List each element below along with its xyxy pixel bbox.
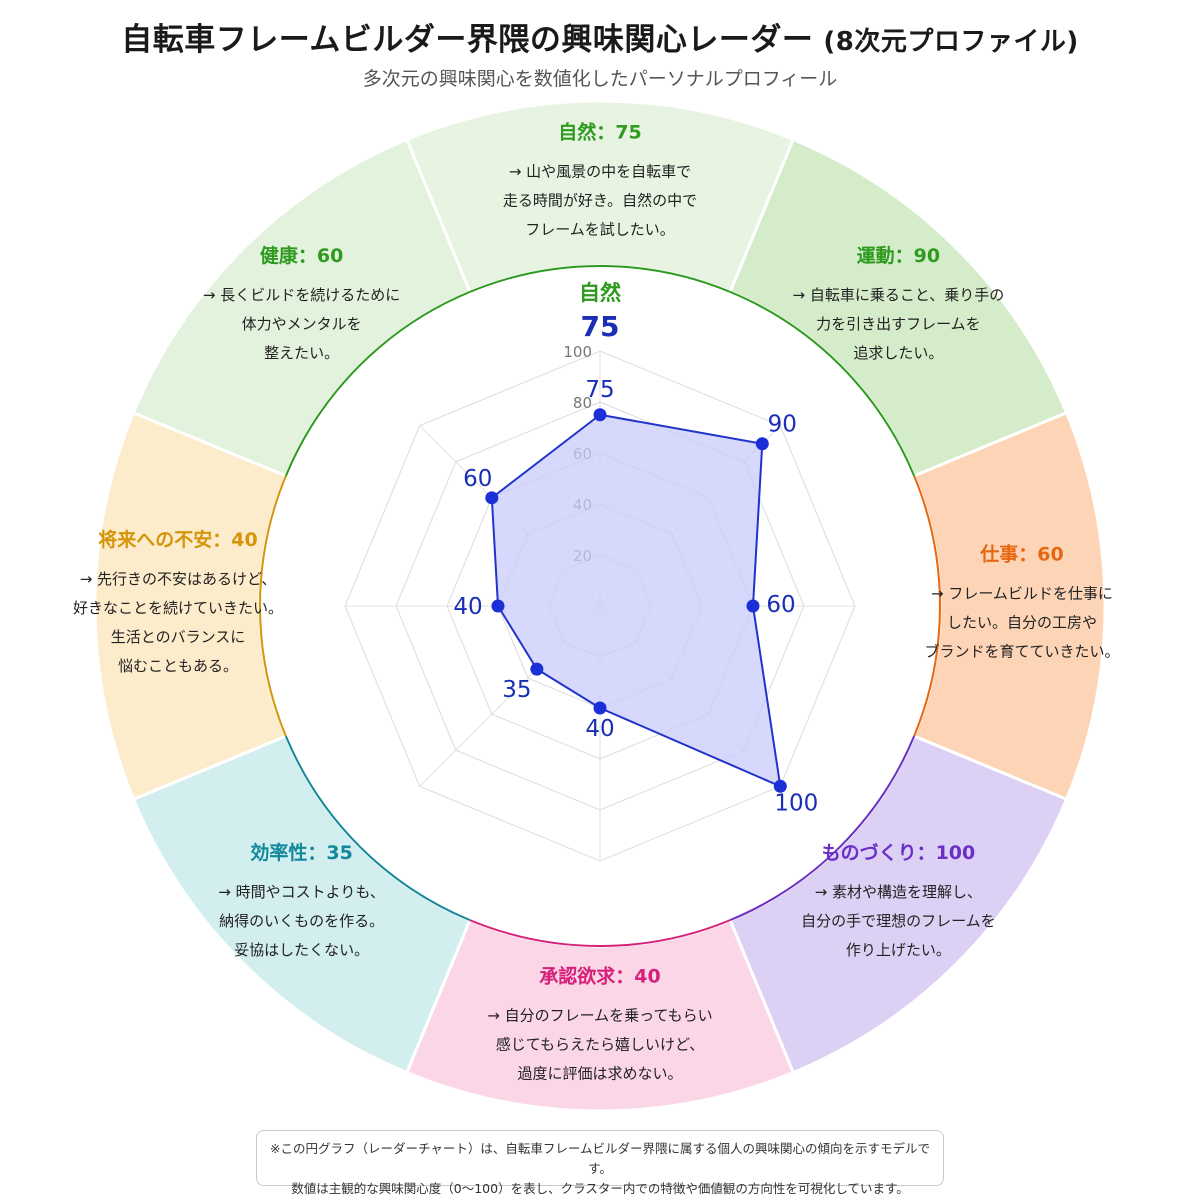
segment-desc-4-2: 自分の手で理想のフレームを [801, 912, 996, 930]
radar-point-4 [773, 779, 787, 793]
segment-desc-5-2: 感じてもらえたら嬉しいけど、 [496, 1036, 705, 1054]
segment-header-1: 自然：75 [558, 121, 641, 144]
segment-desc-3-1: → フレームビルドを仕事に [931, 585, 1113, 603]
segment-header-6: 効率性：35 [250, 841, 352, 864]
top-axis-value: 75 [581, 310, 620, 343]
inner-arc-7 [259, 475, 287, 737]
segment-header-4: ものづくり：100 [822, 842, 976, 864]
segment-desc-7-4: 悩むこともある。 [118, 657, 238, 675]
value-label-2: 90 [768, 412, 797, 438]
inner-arc-6 [284, 735, 471, 922]
radar-points: 75 90 60 100 40 35 40 60 [453, 377, 818, 817]
segment-desc-4-3: 作り上げたい。 [846, 941, 951, 959]
inner-arc-3 [913, 475, 941, 737]
tick-label-5: 100 [563, 343, 592, 361]
ring-segments [93, 99, 1107, 1113]
segment-desc-8-3: 整えたい。 [264, 344, 339, 362]
title-suffix: (8次元プロファイル) [823, 27, 1079, 57]
footnote-line-2: 数値は主観的な興味関心度（0〜100）を表し、クラスター内での特徴や価値観の方向… [291, 1181, 909, 1196]
value-label-4: 100 [774, 790, 818, 816]
value-label-8: 60 [463, 466, 492, 492]
value-label-6: 35 [502, 677, 531, 703]
radar-point-3 [746, 599, 760, 613]
segment-header-2: 運動：90 [857, 245, 940, 267]
segment-desc-1-3: フレームを試したい。 [525, 221, 675, 239]
segment-desc-8-2: 体力やメンタルを [242, 315, 362, 333]
radar-area [490, 413, 782, 788]
title-main: 自転車フレームビルダー界隈の興味関心レーダー [121, 22, 814, 58]
segment-desc-6-3: 妥協はしたくない。 [234, 941, 369, 959]
segment-header-5: 承認欲求：40 [539, 965, 660, 988]
radar-point-5 [593, 701, 607, 715]
value-label-7: 40 [453, 594, 482, 620]
radar-point-2 [755, 437, 769, 451]
page-title: 自転車フレームビルダー界隈の興味関心レーダー (8次元プロファイル) [0, 14, 1200, 59]
segment-desc-2-3: 追求したい。 [853, 344, 943, 362]
segment-header-8: 健康：60 [260, 244, 343, 267]
value-label-5: 40 [585, 716, 614, 742]
segment-texts: 自然：75 → 山や風景の中を自転車で走る時間が好き。自然の中でフレームを試したい… [73, 121, 1120, 1083]
segment-desc-7-1: → 先行きの不安はあるけど、 [80, 570, 277, 588]
inner-arc-8 [284, 290, 471, 477]
segment-desc-1-1: → 山や風景の中を自転車で [509, 163, 691, 181]
value-label-1: 75 [585, 377, 614, 403]
segment-desc-8-1: → 長くビルドを続けるために [203, 286, 400, 304]
inner-arcs [259, 265, 941, 947]
segment-desc-6-2: 納得のいくものを作る。 [219, 912, 384, 930]
top-axis-label: 自然 [579, 281, 621, 305]
inner-arc-4 [729, 735, 916, 922]
tick-label-4: 80 [573, 394, 592, 412]
radar-point-7 [491, 599, 505, 613]
segment-desc-2-1: → 自転車に乗ること、乗り手の [793, 286, 1005, 304]
value-label-3: 60 [766, 592, 795, 618]
inner-arc-2 [729, 290, 916, 477]
radar-point-6 [530, 662, 544, 676]
radar-point-8 [485, 491, 499, 505]
segment-desc-3-2: したい。自分の工房や [947, 614, 1097, 632]
segment-desc-1-2: 走る時間が好き。自然の中で [503, 192, 697, 210]
segment-desc-4-1: → 素材や構造を理解し、 [815, 883, 982, 901]
inner-arc-1 [469, 265, 731, 293]
footnote-line-1: ※この円グラフ（レーダーチャート）は、自転車フレームビルダー界隈に属する個人の興… [270, 1141, 930, 1176]
segment-header-7: 将来への不安：40 [98, 528, 257, 551]
ring-segment-3 [912, 410, 1107, 802]
segment-header-3: 仕事：60 [979, 543, 1063, 566]
segment-desc-2-2: 力を引き出すフレームを [816, 315, 981, 333]
inner-arc-5 [469, 919, 731, 947]
page-subtitle: 多次元の興味関心を数値化したパーソナルプロフィール [362, 68, 838, 90]
segment-desc-5-1: → 自分のフレームを乗ってもらい [487, 1007, 712, 1025]
footnote-box: ※この円グラフ（レーダーチャート）は、自転車フレームビルダー界隈に属する個人の興… [256, 1130, 944, 1196]
segment-desc-7-2: 好きなことを続けていきたい。 [73, 599, 283, 617]
radar-point-1 [593, 408, 607, 422]
segment-desc-6-1: → 時間やコストよりも、 [218, 883, 385, 901]
segment-desc-5-3: 過度に評価は求めない。 [517, 1065, 682, 1083]
segment-desc-7-3: 生活とのバランスに [111, 628, 246, 646]
segment-desc-3-3: ブランドを育てていきたい。 [924, 643, 1119, 661]
